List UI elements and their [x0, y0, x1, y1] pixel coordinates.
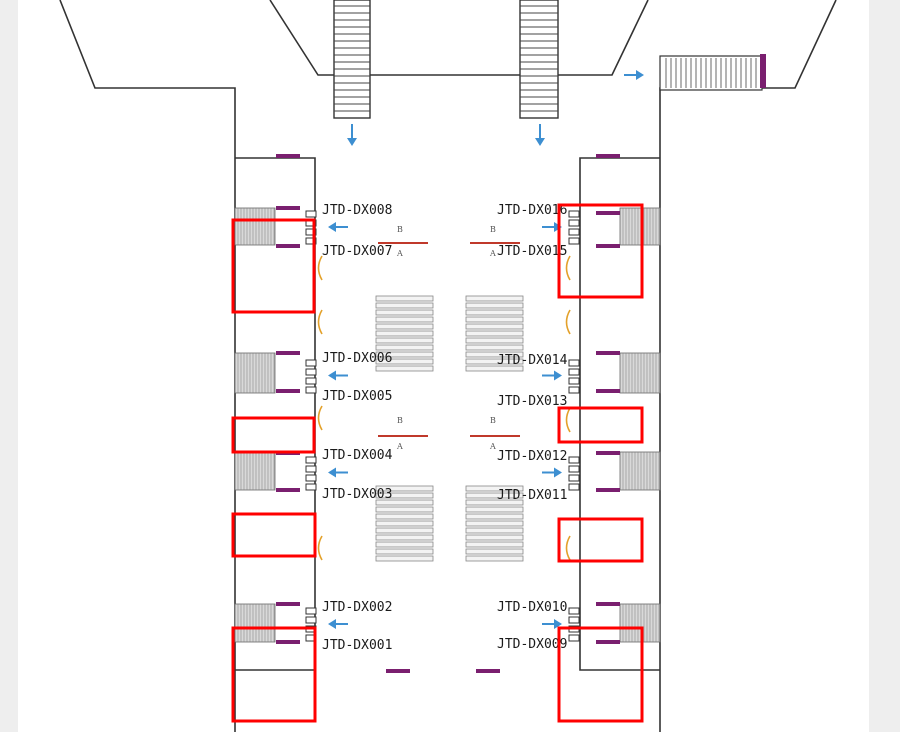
gate-label: JTD-DX015 — [497, 244, 567, 259]
staircase-icon — [619, 451, 661, 491]
platform-mark-b: B — [397, 416, 403, 425]
turnstile-icon — [305, 210, 317, 245]
highlight-box — [231, 512, 317, 558]
platform-edge-lines — [378, 242, 520, 437]
door-marker-icon — [596, 244, 620, 248]
gate-label: JTD-DX001 — [322, 638, 392, 653]
door-swing-icon — [317, 535, 323, 561]
platform-mark-a: A — [489, 249, 496, 258]
highlight-box — [557, 626, 644, 723]
door-marker-icon — [476, 669, 500, 673]
upper-right-staircase — [659, 54, 766, 91]
staircase-icon — [234, 451, 276, 491]
door-marker-icon — [276, 351, 300, 355]
gate-label: JTD-DX014 — [497, 353, 568, 368]
seating-block — [465, 295, 524, 372]
staircase-icon — [619, 207, 661, 246]
arrow-icon — [542, 619, 562, 629]
highlight-box — [231, 626, 317, 723]
arrow-icon — [328, 619, 348, 629]
arrow-icon — [542, 370, 562, 381]
door-swing-icon — [317, 309, 323, 335]
door-marker-icon — [596, 602, 620, 606]
door-marker-icon — [276, 602, 300, 606]
door-marker-icon — [596, 451, 620, 455]
arrow-icon — [328, 467, 348, 478]
platform-mark-b: B — [490, 416, 496, 425]
door-marker-icon — [276, 244, 300, 248]
gate-label: JTD-DX004 — [322, 448, 393, 463]
door-swing-icon — [565, 535, 571, 561]
highlight-box — [557, 517, 644, 563]
arrow-icon — [328, 222, 348, 232]
door-marker-icon — [386, 669, 410, 673]
gate-label: JTD-DX011 — [497, 488, 567, 503]
turnstile-icon — [568, 456, 580, 491]
seating-block — [375, 295, 434, 372]
gate-label: JTD-DX012 — [497, 449, 567, 464]
platform-mark-a: A — [396, 442, 403, 451]
top-staircase-right — [519, 0, 559, 119]
door-swing-icon — [565, 407, 571, 433]
paper-sheet — [18, 0, 869, 732]
highlight-box — [231, 416, 316, 454]
gate-labels-left: JTD-DX008 JTD-DX007 JTD-DX006 JTD-DX005 … — [322, 203, 393, 653]
arrow-icon — [328, 370, 348, 381]
gate-label: JTD-DX009 — [497, 637, 567, 652]
door-marker-icon — [596, 211, 620, 215]
turnstile-icon — [568, 359, 580, 394]
staircase-icon — [234, 603, 276, 643]
door-marker-icon — [276, 206, 300, 210]
gate-label: JTD-DX010 — [497, 600, 567, 615]
staircase-icon — [234, 207, 276, 246]
gate-label: JTD-DX013 — [497, 394, 567, 409]
platform-mark-b: B — [490, 225, 496, 234]
seating-block — [375, 485, 434, 562]
door-marker-icon — [596, 488, 620, 492]
door-swing-icon — [317, 405, 323, 431]
door-swing-icon — [565, 255, 571, 281]
platform-mark-b: B — [397, 225, 403, 234]
door-marker-icon — [276, 488, 300, 492]
gate-label: JTD-DX005 — [322, 389, 392, 404]
staircase-icon — [619, 352, 661, 394]
turnstile-icon — [305, 359, 317, 394]
gate-label: JTD-DX007 — [322, 244, 392, 259]
staircase-icon — [619, 603, 661, 643]
turnstile-icon — [568, 210, 580, 245]
door-swing-icon — [317, 255, 323, 281]
platform-mark-a: A — [396, 249, 403, 258]
gate-label: JTD-DX008 — [322, 203, 392, 218]
highlight-boxes — [231, 203, 644, 723]
seating-block — [465, 485, 524, 562]
platform-mark-a: A — [489, 442, 496, 451]
arrow-icon — [542, 467, 562, 478]
door-marker-icon — [276, 389, 300, 393]
staircase-icon — [234, 352, 276, 394]
door-marker-icon — [596, 640, 620, 644]
arrow-icon — [347, 70, 644, 146]
door-marker-icon — [596, 389, 620, 393]
door-marker-icon — [276, 640, 300, 644]
door-marker-icon — [596, 351, 620, 355]
door-marker-icon — [596, 154, 620, 158]
gate-labels-right: JTD-DX016 JTD-DX015 JTD-DX014 JTD-DX013 … — [497, 203, 568, 652]
door-swing-icon — [565, 309, 571, 335]
door-marker-icon — [276, 154, 300, 158]
highlight-box — [557, 406, 644, 444]
gate-label: JTD-DX016 — [497, 203, 567, 218]
highlight-box — [231, 218, 316, 314]
gate-label: JTD-DX002 — [322, 600, 392, 615]
top-staircase-left — [333, 0, 371, 119]
platform-marks: B A B A B A B A — [396, 225, 496, 451]
gate-label: JTD-DX003 — [322, 487, 392, 502]
gate-label: JTD-DX006 — [322, 351, 392, 366]
turnstile-icon — [305, 456, 317, 491]
highlight-box — [557, 203, 644, 299]
